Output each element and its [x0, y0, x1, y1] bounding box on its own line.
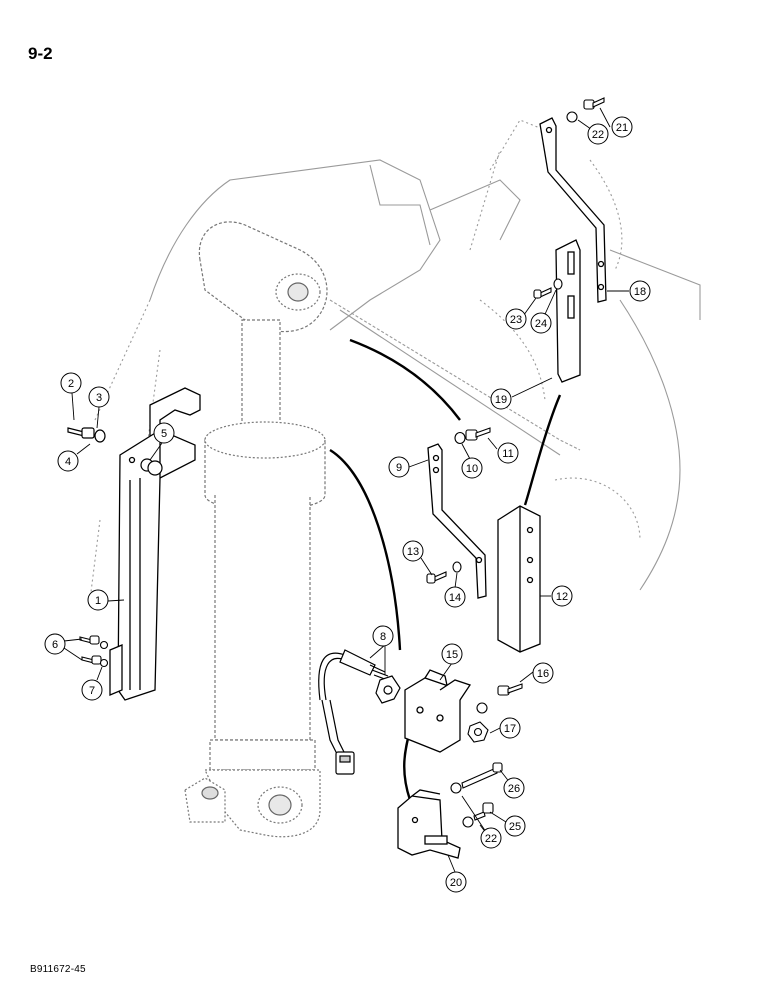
- callout-label: 16: [537, 668, 549, 680]
- callout-9: 9: [388, 456, 410, 478]
- callout-label: 25: [509, 821, 521, 833]
- part-15-mount: [404, 669, 472, 753]
- callout-label: 2: [68, 378, 74, 390]
- callouts: 1 2 3 4 5 6 7 8 9 10 11 12 13 14 15 16 1…: [44, 116, 651, 893]
- fasteners-2-3-4-5: [67, 427, 163, 476]
- fasteners-6-7: [79, 635, 109, 668]
- fasteners-16-17: [467, 683, 523, 743]
- callout-label: 7: [89, 685, 95, 697]
- callout-label: 3: [96, 392, 102, 404]
- lift-cylinder: [184, 221, 328, 838]
- callout-label: 19: [495, 394, 507, 406]
- callout-label: 20: [450, 877, 462, 889]
- fasteners-10-11: [454, 427, 491, 445]
- callout-19: 19: [490, 388, 512, 410]
- callout-label: 13: [407, 546, 419, 558]
- callout-label: 6: [52, 639, 58, 651]
- callout-6: 6: [44, 633, 66, 655]
- callout-4: 4: [57, 450, 79, 472]
- callout-label: 11: [502, 448, 513, 460]
- callout-21: 21: [611, 116, 633, 138]
- callout-16: 16: [532, 662, 554, 684]
- loader-frame-background: [89, 119, 701, 601]
- callout-label: 15: [446, 649, 458, 661]
- callout-label: 26: [508, 783, 520, 795]
- callout-label: 17: [504, 723, 516, 735]
- part-9-arm: [427, 443, 487, 599]
- part-1-bracket: [109, 387, 201, 701]
- callout-22-lower: 22: [480, 827, 502, 849]
- callout-2: 2: [60, 372, 82, 394]
- part-8-switch: [318, 649, 401, 775]
- callout-23: 23: [505, 308, 527, 330]
- part-19-plate: [555, 239, 581, 383]
- callout-18: 18: [629, 280, 651, 302]
- callout-25: 25: [504, 815, 526, 837]
- fasteners-13-14: [426, 561, 462, 584]
- callout-7: 7: [81, 679, 103, 701]
- callout-label: 12: [556, 591, 568, 603]
- callout-label: 8: [380, 631, 386, 643]
- callout-label: 10: [466, 463, 478, 475]
- callout-11: 11: [497, 442, 519, 464]
- fasteners-22-25-26: [450, 762, 503, 828]
- callout-label: 5: [161, 428, 167, 440]
- callout-12: 12: [551, 585, 573, 607]
- page-number: 9-2: [28, 44, 53, 63]
- callout-1: 1: [87, 589, 109, 611]
- callout-label: 14: [449, 592, 461, 604]
- callout-label: 22: [485, 833, 497, 845]
- callout-8: 8: [372, 625, 394, 647]
- callout-label: 22: [592, 129, 604, 141]
- callout-label: 4: [65, 456, 71, 468]
- callout-5: 5: [153, 422, 175, 444]
- part-20-bracket: [397, 789, 461, 859]
- figure-code: B911672-45: [30, 964, 86, 975]
- callout-13: 13: [402, 540, 424, 562]
- callout-label: 1: [95, 595, 101, 607]
- callout-label: 21: [616, 122, 628, 134]
- callout-label: 18: [634, 286, 646, 298]
- part-18-arm: [539, 117, 607, 303]
- callout-label: 24: [535, 318, 547, 330]
- callout-22-upper: 22: [587, 123, 609, 145]
- callout-26: 26: [503, 777, 525, 799]
- callout-15: 15: [441, 643, 463, 665]
- callout-3: 3: [88, 386, 110, 408]
- callout-17: 17: [499, 717, 521, 739]
- callout-10: 10: [461, 457, 483, 479]
- callout-14: 14: [444, 586, 466, 608]
- callout-20: 20: [445, 871, 467, 893]
- fasteners-21-22-23-24: [533, 97, 605, 299]
- callout-label: 9: [396, 462, 402, 474]
- part-12-angle: [497, 505, 541, 653]
- callout-label: 23: [510, 314, 522, 326]
- callout-24: 24: [530, 312, 552, 334]
